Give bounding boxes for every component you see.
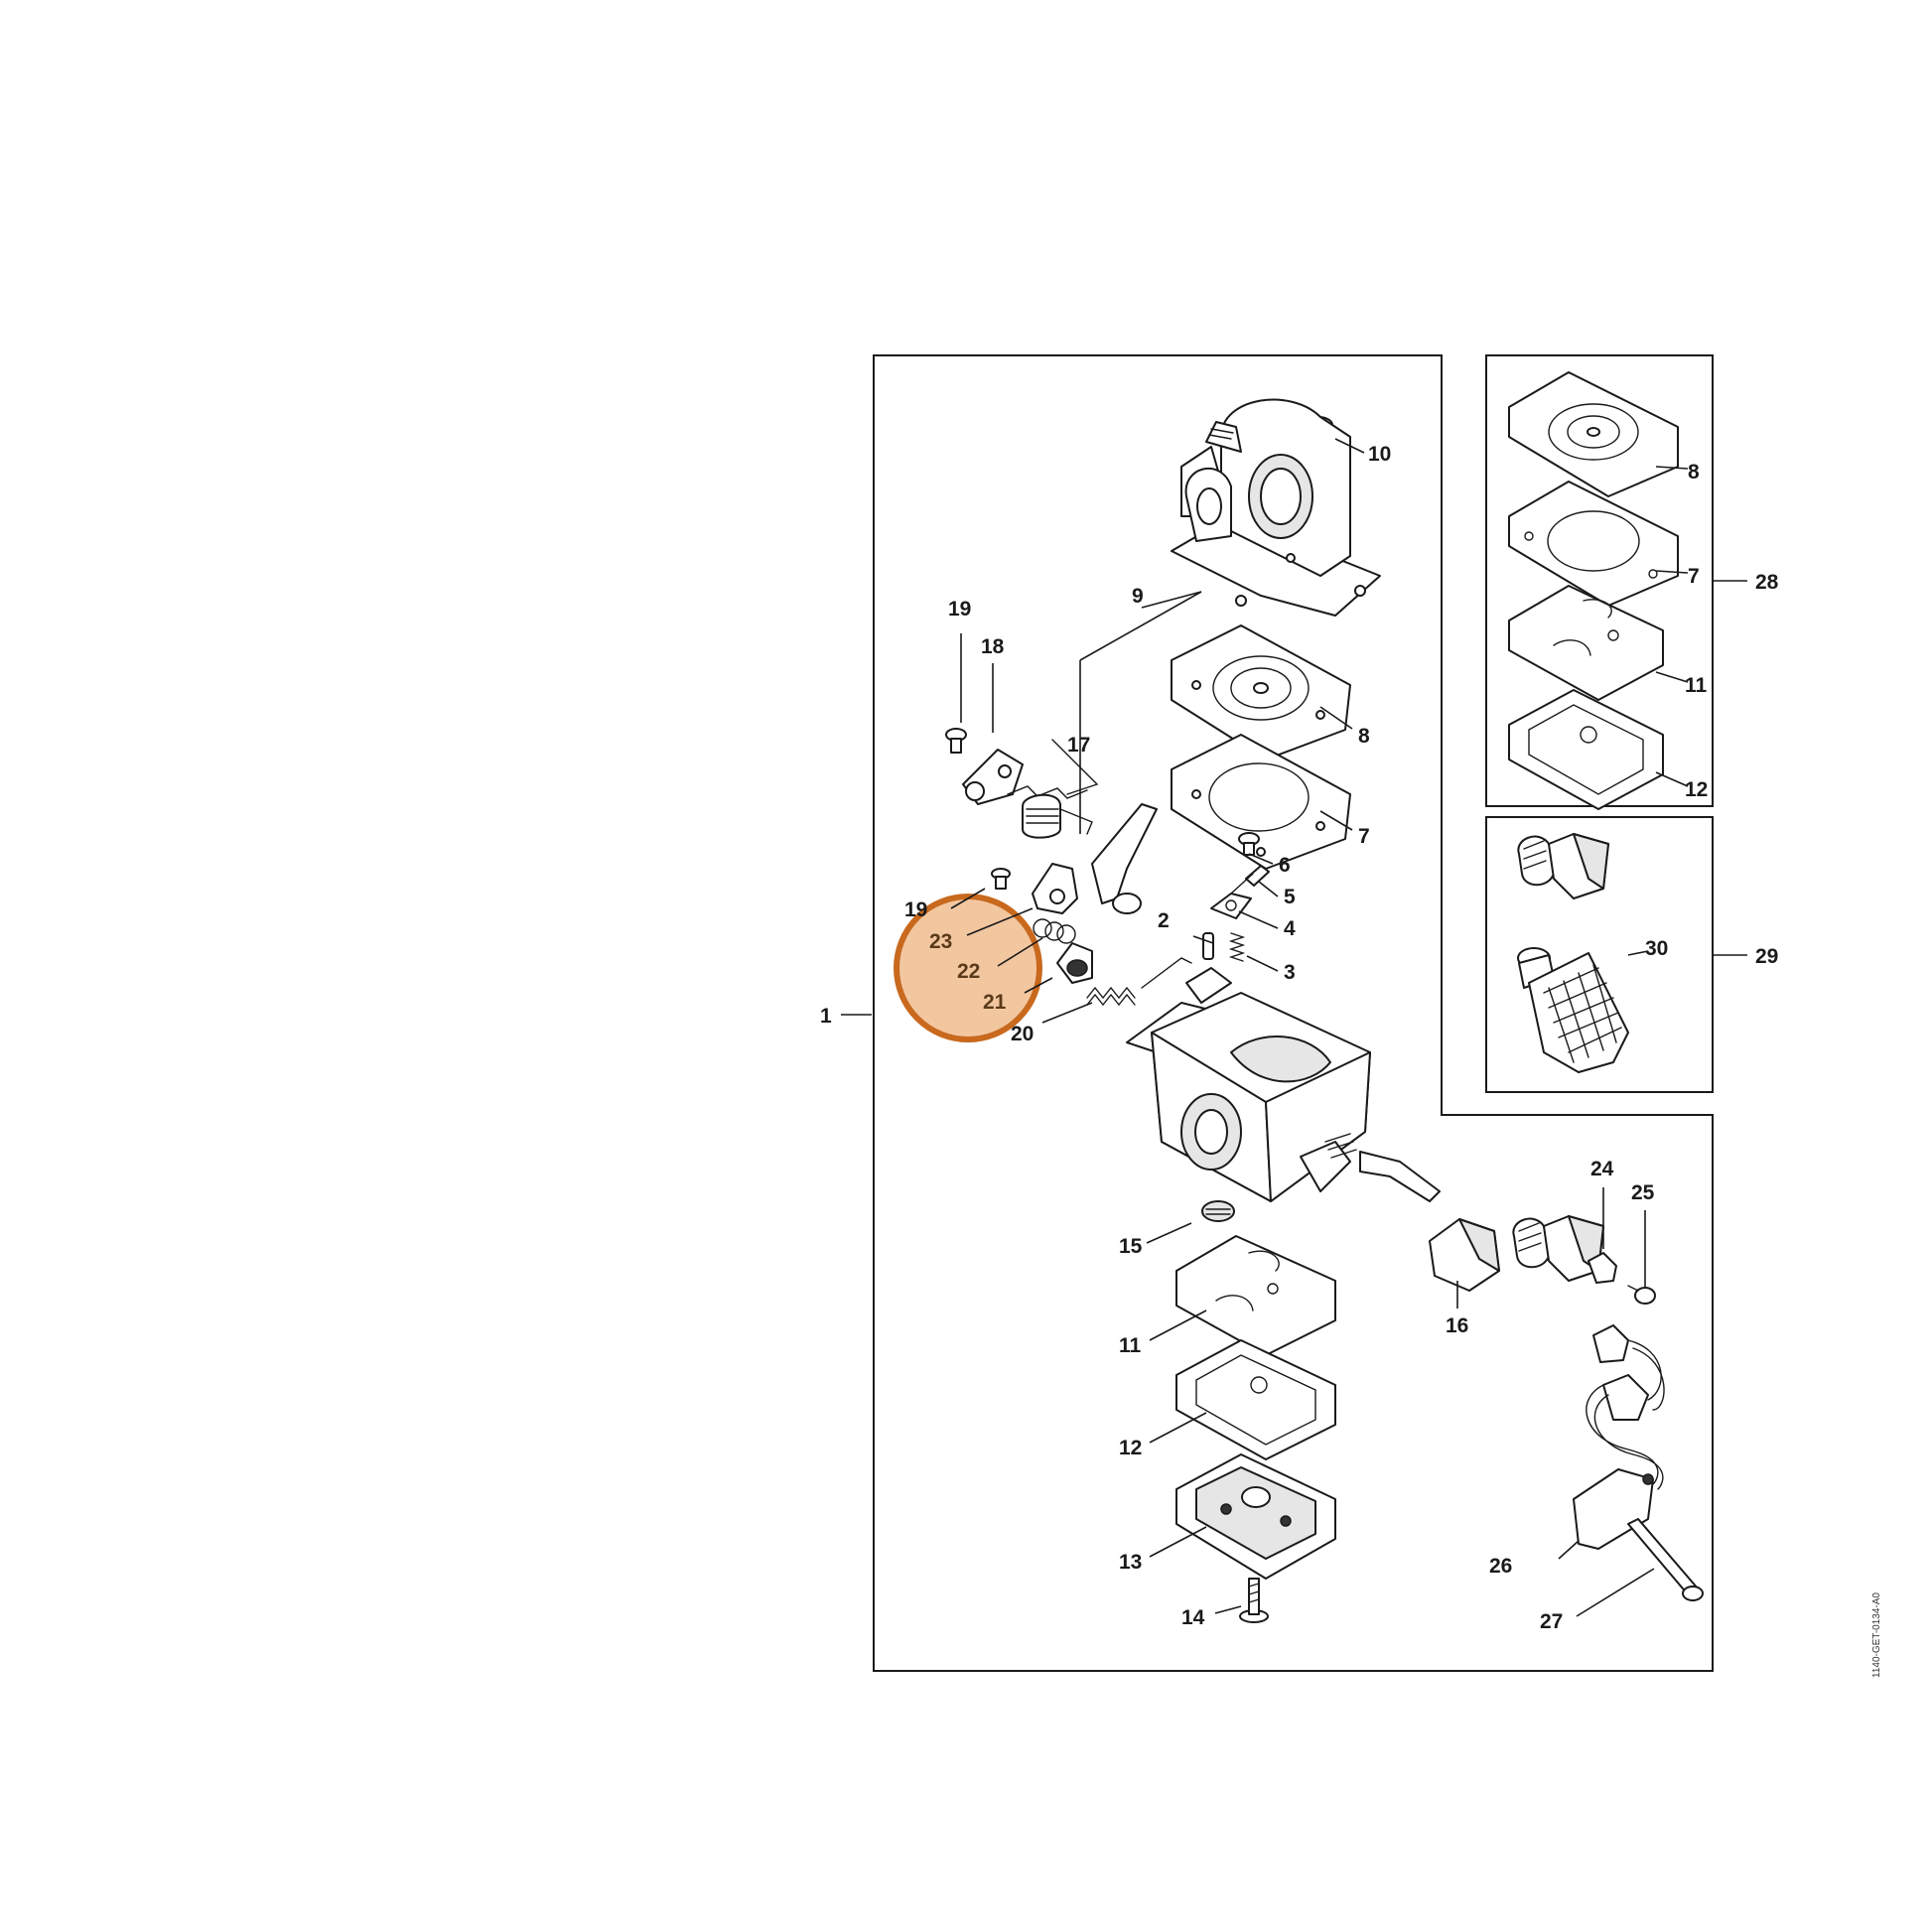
part-24-clip[interactable] — [1587, 1252, 1617, 1284]
label-21[interactable]: 21 — [983, 991, 1007, 1014]
part-14-screw[interactable] — [1239, 1578, 1269, 1623]
label-1[interactable]: 1 — [820, 1005, 832, 1028]
label-17[interactable]: 17 — [1067, 734, 1090, 757]
label-26[interactable]: 26 — [1489, 1555, 1512, 1578]
part-9-housing[interactable] — [1171, 398, 1381, 617]
label-13[interactable]: 13 — [1119, 1551, 1142, 1574]
part-carburetor-body[interactable] — [1126, 967, 1441, 1202]
part-27-bolt[interactable] — [1627, 1518, 1704, 1601]
label-25[interactable]: 25 — [1631, 1181, 1655, 1204]
label-20[interactable]: 20 — [1011, 1023, 1034, 1045]
highlight-circle[interactable] — [894, 894, 1042, 1042]
part-21-lever[interactable] — [1056, 942, 1093, 984]
label-18[interactable]: 18 — [981, 635, 1005, 658]
part-6-screw[interactable] — [1238, 832, 1260, 856]
label-8-kit[interactable]: 8 — [1688, 461, 1700, 483]
label-16[interactable]: 16 — [1446, 1314, 1468, 1337]
part-20-spring[interactable] — [1086, 957, 1192, 1007]
label-27[interactable]: 27 — [1540, 1610, 1563, 1633]
part-16-connector[interactable] — [1429, 1218, 1500, 1292]
label-19-lower[interactable]: 19 — [904, 898, 927, 921]
kit28-part-7-gasket[interactable] — [1508, 481, 1679, 607]
kit28-part-8-diaphragm[interactable] — [1508, 371, 1679, 497]
part-25-screw[interactable] — [1627, 1285, 1656, 1305]
part-solenoid-valve[interactable] — [1512, 1215, 1604, 1282]
part-19-screw-lower[interactable] — [991, 868, 1011, 890]
label-8[interactable]: 8 — [1358, 725, 1370, 748]
part-7-gasket[interactable] — [1171, 734, 1351, 870]
label-3[interactable]: 3 — [1284, 961, 1296, 984]
part-23-lever[interactable] — [1032, 863, 1078, 914]
leader-lines — [841, 438, 1747, 1617]
part-3-spring[interactable] — [1228, 932, 1246, 962]
label-2[interactable]: 2 — [1158, 909, 1170, 932]
part-13-cover[interactable] — [1175, 1453, 1336, 1580]
label-10[interactable]: 10 — [1368, 443, 1391, 466]
label-11-kit[interactable]: 11 — [1685, 674, 1708, 697]
part-17-spring[interactable] — [1007, 739, 1099, 839]
label-30[interactable]: 30 — [1645, 937, 1668, 960]
part-8-diaphragm[interactable] — [1171, 624, 1351, 760]
kit28-part-11-diaphragm[interactable] — [1508, 585, 1664, 701]
part-22-spring[interactable] — [1033, 918, 1076, 944]
label-11[interactable]: 11 — [1119, 1334, 1142, 1357]
label-12[interactable]: 12 — [1119, 1437, 1142, 1459]
part-2-needle[interactable] — [1202, 932, 1214, 960]
label-12-kit[interactable]: 12 — [1685, 778, 1708, 801]
part-4-lever[interactable] — [1210, 893, 1252, 919]
part-11-diaphragm[interactable] — [1175, 1235, 1336, 1356]
part-15-screen[interactable] — [1201, 1200, 1235, 1222]
part-30-fuel-filter[interactable] — [1517, 947, 1629, 1073]
part-5-pin[interactable] — [1230, 865, 1270, 895]
label-22[interactable]: 22 — [957, 960, 980, 983]
label-7-kit[interactable]: 7 — [1688, 565, 1700, 588]
label-15[interactable]: 15 — [1119, 1235, 1143, 1258]
kit29-solenoid-valve[interactable] — [1517, 833, 1609, 899]
label-5[interactable]: 5 — [1284, 886, 1296, 908]
label-24[interactable]: 24 — [1590, 1158, 1614, 1180]
label-19-upper[interactable]: 19 — [948, 598, 971, 621]
label-6[interactable]: 6 — [1279, 854, 1291, 877]
label-28[interactable]: 28 — [1755, 571, 1779, 594]
main-assembly-frame — [873, 354, 1714, 1672]
label-7[interactable]: 7 — [1358, 825, 1370, 848]
label-23[interactable]: 23 — [929, 930, 952, 953]
label-29[interactable]: 29 — [1755, 945, 1778, 968]
label-14[interactable]: 14 — [1181, 1606, 1205, 1629]
label-4[interactable]: 4 — [1284, 917, 1296, 940]
part-18-lever[interactable] — [962, 749, 1024, 805]
label-9[interactable]: 9 — [1132, 585, 1144, 608]
part-26-sensor[interactable] — [1573, 1324, 1665, 1550]
callout-labels: 1 2 3 4 5 6 7 8 9 10 17 18 19 19 23 22 2… — [820, 443, 1779, 1633]
part-12-gasket[interactable] — [1175, 1339, 1336, 1460]
part-19-screw-upper[interactable] — [945, 728, 967, 754]
part-lever-arm[interactable] — [1091, 803, 1158, 914]
kit28-part-12-gasket[interactable] — [1508, 689, 1664, 810]
diagram-code: 1140-GET-0134-A0 — [1871, 1592, 1882, 1678]
